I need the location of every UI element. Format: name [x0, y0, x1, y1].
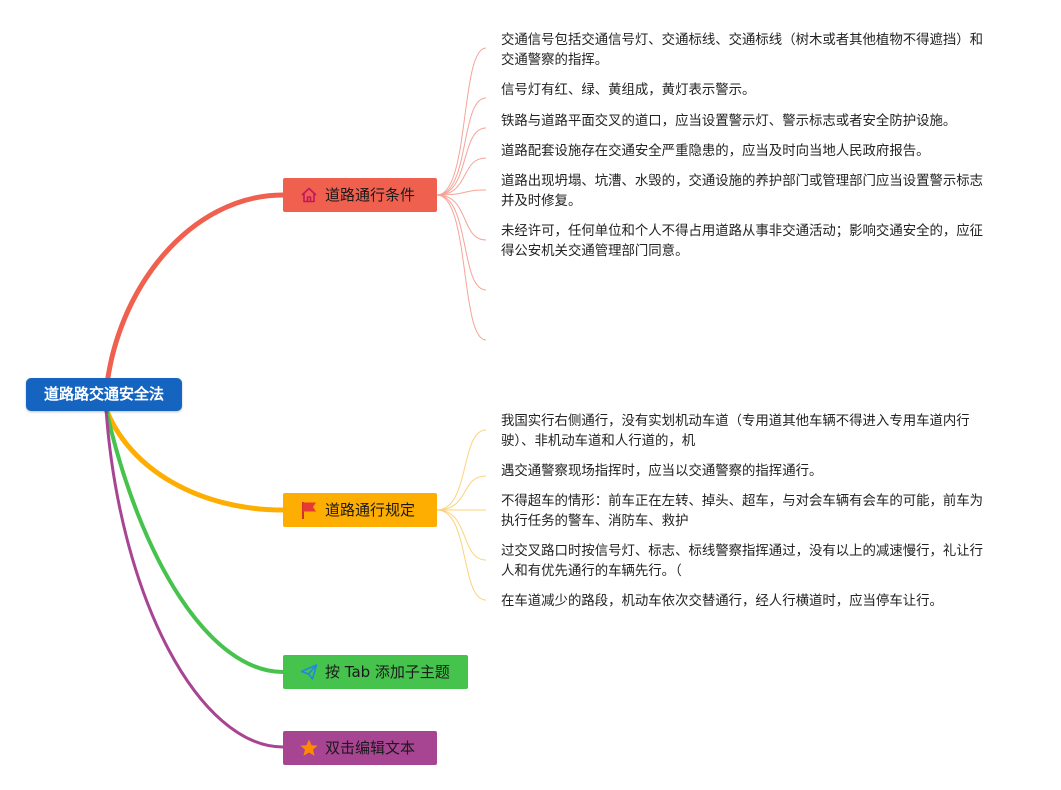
leaf-connector — [436, 47, 487, 196]
leaf-connector — [436, 475, 487, 511]
branch-topic-edit-text[interactable]: 双击编辑文本 — [283, 731, 437, 765]
paper-plane-icon — [299, 662, 319, 682]
branch-topic-road-conditions[interactable]: 道路通行条件 — [283, 178, 437, 212]
branch-connector-1 — [103, 192, 286, 397]
leaf-topic[interactable]: 在车道减少的路段，机动车依次交替通行，经人行横道时，应当停车让行。 — [501, 594, 943, 609]
leaf-topic[interactable]: 我国实行右侧通行，没有实划机动车道（专用道其他车辆不得进入专用车道内行驶）、非机… — [501, 414, 970, 449]
branch-topic-road-rules[interactable]: 道路通行规定 — [283, 493, 437, 527]
leaf-connector — [436, 157, 487, 196]
branch-topic-add-subtopic[interactable]: 按 Tab 添加子主题 — [283, 655, 468, 689]
leaf-connector — [436, 429, 487, 511]
branch-topic-label: 双击编辑文本 — [325, 739, 416, 757]
leaf-connector — [436, 189, 487, 196]
leaf-connector — [436, 509, 487, 561]
leaf-topic[interactable]: 遇交通警察现场指挥时，应当以交通警察的指挥通行。 — [501, 464, 823, 479]
branch-topic-label: 道路通行规定 — [325, 501, 416, 519]
star-icon — [299, 738, 319, 758]
root-topic[interactable]: 道路路交通安全法 — [26, 378, 182, 411]
branch-topic-label: 道路通行条件 — [325, 186, 416, 204]
leaf-connector — [436, 194, 487, 341]
leaf-topic[interactable]: 未经许可，任何单位和个人不得占用道路从事非交通活动；影响交通安全的，应征得公安机… — [501, 224, 984, 259]
leaf-topic[interactable]: 道路出现坍塌、坑漕、水毁的，交通设施的养护部门或管理部门应当设置警示标志并及时修… — [501, 174, 984, 209]
leaf-connector — [436, 509, 487, 601]
leaf-topic[interactable]: 铁路与道路平面交叉的道口，应当设置警示灯、警示标志或者安全防护设施。 — [501, 114, 957, 129]
leaf-connector — [436, 194, 487, 291]
branch-connector-4 — [104, 407, 285, 749]
leaf-connector — [436, 127, 487, 196]
leaf-topic[interactable]: 信号灯有红、绿、黄组成，黄灯表示警示。 — [501, 83, 756, 98]
flag-icon — [299, 500, 319, 520]
leaf-topic[interactable]: 道路配套设施存在交通安全严重隐患的，应当及时向当地人民政府报告。 — [501, 144, 930, 159]
home-icon — [299, 185, 319, 205]
leaf-connector — [436, 194, 487, 241]
branch-topic-label: 按 Tab 添加子主题 — [325, 663, 450, 681]
branch-connector-3 — [104, 407, 285, 674]
branch-connector-2 — [103, 406, 286, 513]
root-topic-label: 道路路交通安全法 — [43, 385, 164, 403]
leaf-topic[interactable]: 交通信号包括交通信号灯、交通标线、交通标线（树木或者其他植物不得遮挡）和交通警察… — [501, 33, 984, 68]
leaf-topic[interactable]: 不得超车的情形：前车正在左转、掉头、超车，与对会车辆有会车的可能，前车为执行任务… — [501, 494, 984, 529]
leaf-topic[interactable]: 过交叉路口时按信号灯、标志、标线警察指挥通过，没有以上的减速慢行，礼让行人和有优… — [501, 544, 984, 579]
leaf-connector — [436, 97, 487, 196]
